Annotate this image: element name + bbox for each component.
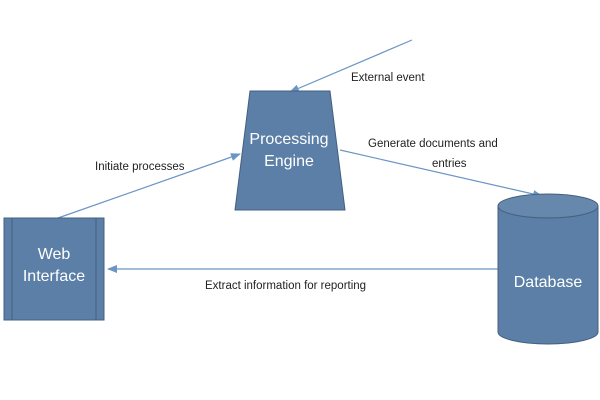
- external-event-label: External event: [351, 72, 425, 84]
- generate-documents-arrow: [339, 149, 543, 198]
- web-interface-label-line1: Web: [37, 246, 71, 263]
- processing-engine-label: Processing Engine: [236, 129, 342, 173]
- web-interface-label-line2: Interface: [22, 268, 86, 285]
- generate-documents-label-line2: entries: [432, 158, 467, 170]
- web-interface-node: [3, 217, 105, 321]
- processing-engine-node: [234, 90, 346, 211]
- processing-engine-label-line2: Engine: [264, 153, 314, 170]
- database-label: Database: [513, 274, 583, 291]
- initiate-processes-arrow: [57, 153, 241, 219]
- web-interface-label: Web Interface: [12, 244, 96, 288]
- external-event-arrow: [289, 39, 413, 93]
- initiate-processes-label: Initiate processes: [95, 161, 185, 173]
- processing-engine-label-line1: Processing: [249, 131, 329, 148]
- generate-documents-label-line1: Generate documents and: [368, 138, 498, 150]
- database-top: [497, 193, 599, 219]
- database-node: [497, 193, 599, 345]
- extract-information-label: Extract information for reporting: [205, 280, 367, 292]
